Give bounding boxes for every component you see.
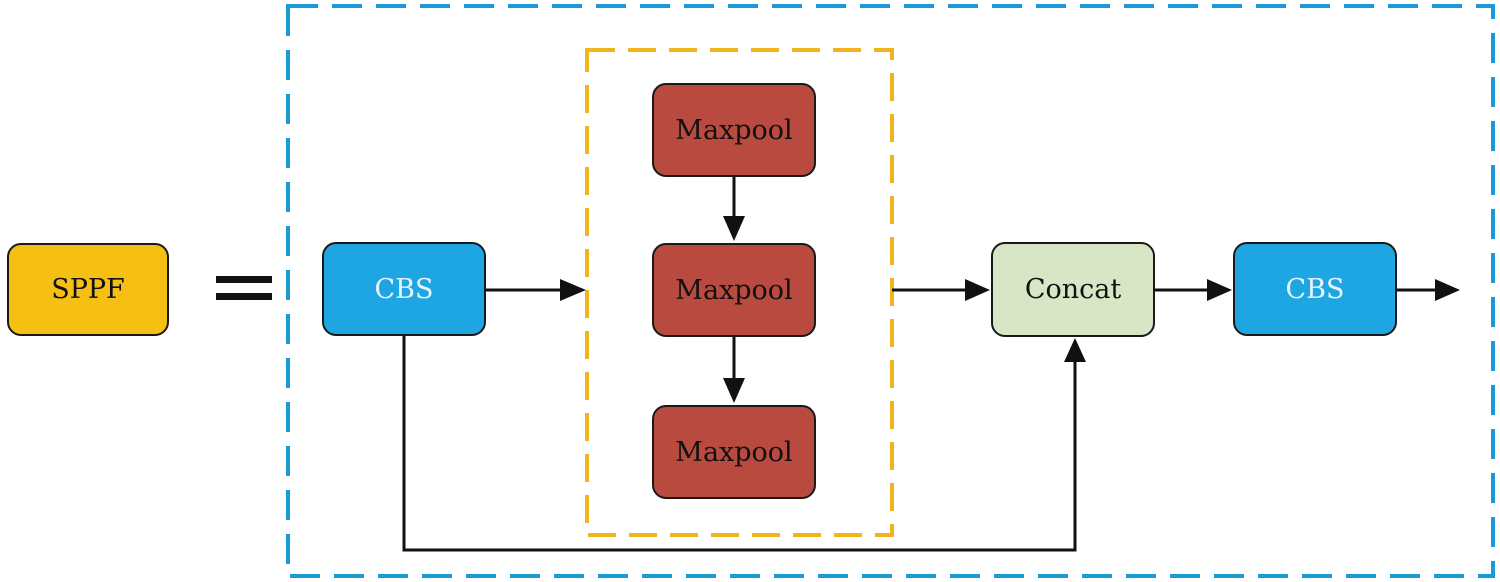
concat-label: Concat xyxy=(1024,274,1122,305)
outer-dashed-border xyxy=(286,4,1495,578)
sppf-label: SPPF xyxy=(51,274,125,305)
sppf-block: SPPF xyxy=(7,243,169,336)
maxpool-block-2: Maxpool xyxy=(652,243,816,337)
concat-block: Concat xyxy=(991,242,1155,337)
equals-bar-bottom xyxy=(216,293,272,300)
maxpool-label-3: Maxpool xyxy=(675,436,793,468)
skip-connection xyxy=(402,336,1077,552)
maxpool-block-3: Maxpool xyxy=(652,405,816,499)
cbs-input-label: CBS xyxy=(374,273,434,305)
maxpool-label-2: Maxpool xyxy=(675,274,793,306)
equals-bar-top xyxy=(216,276,272,283)
arrowhead-skip-to-concat xyxy=(1064,338,1086,362)
arrowhead-to-cbs xyxy=(1207,279,1232,301)
arrowhead-maxpool1-to-maxpool2 xyxy=(723,216,745,241)
inner-dashed-border xyxy=(585,48,894,537)
arrowhead-to-concat xyxy=(965,279,990,301)
maxpool-label-1: Maxpool xyxy=(675,114,793,146)
equals-sign xyxy=(216,272,272,304)
cbs-output-block: CBS xyxy=(1233,242,1397,336)
arrowhead-output xyxy=(1435,279,1460,301)
arrowhead-cbs-to-maxpool-group xyxy=(560,279,586,301)
maxpool-block-1: Maxpool xyxy=(652,83,816,177)
cbs-input-block: CBS xyxy=(322,242,486,336)
cbs-output-label: CBS xyxy=(1285,273,1345,305)
arrowhead-maxpool2-to-maxpool3 xyxy=(723,378,745,403)
